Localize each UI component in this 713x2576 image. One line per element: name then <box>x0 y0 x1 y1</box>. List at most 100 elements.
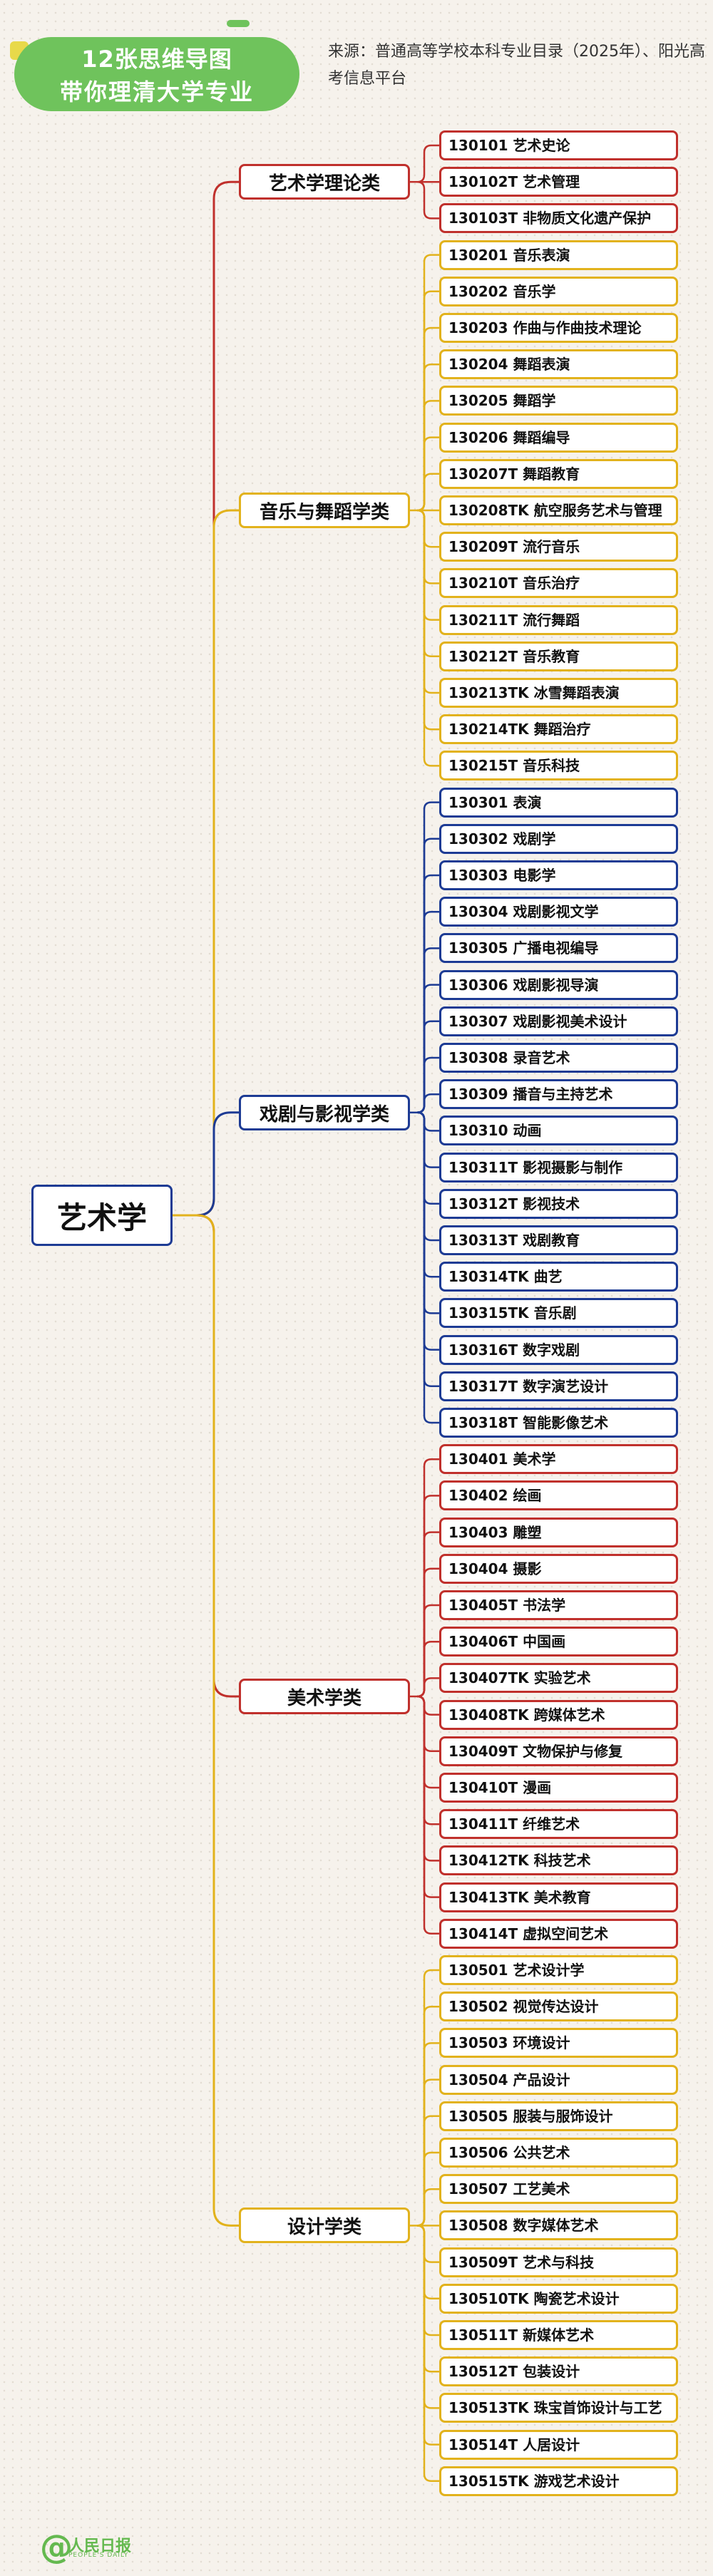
major-item: 130310 动画 <box>439 1116 678 1145</box>
major-item: 130410T 漫画 <box>439 1773 678 1803</box>
people-daily-logo: @ 人民日报 PEOPLE'S DAILY <box>40 2528 161 2566</box>
major-item: 130503 环境设计 <box>439 2028 678 2058</box>
connector-line <box>416 254 439 512</box>
connector-line <box>416 1111 439 1314</box>
connector-line <box>416 1458 439 1698</box>
connector-line <box>416 1969 439 2227</box>
major-item: 130302 戏剧学 <box>439 824 678 854</box>
connector-line <box>416 509 439 621</box>
connector-line <box>416 1695 439 1898</box>
connector-line <box>416 1020 439 1114</box>
major-item: 130501 艺术设计学 <box>439 1955 678 1985</box>
major-item: 130318T 智能影像艺术 <box>439 1408 678 1438</box>
major-item: 130502 视觉传达设计 <box>439 1992 678 2021</box>
title-line-1: 12张思维导图 <box>81 46 232 73</box>
major-item: 130414T 虚拟空间艺术 <box>439 1919 678 1949</box>
connector-line <box>416 874 439 1114</box>
title-badge: 12张思维导图 带你理清大学专业 <box>14 37 299 111</box>
major-item: 130411T 纤维艺术 <box>439 1809 678 1839</box>
major-item: 130304 戏剧影视文学 <box>439 897 678 927</box>
connector-line <box>416 1695 439 1862</box>
major-item: 130402 绘画 <box>439 1480 678 1510</box>
connector-line <box>416 2042 439 2227</box>
major-item: 130303 电影学 <box>439 860 678 890</box>
major-item: 130404 摄影 <box>439 1554 678 1584</box>
major-item: 130103T 非物质文化遗产保护 <box>439 203 678 233</box>
major-item: 130408TK 跨媒体艺术 <box>439 1700 678 1730</box>
connector-line <box>416 473 439 512</box>
major-item: 130412TK 科技艺术 <box>439 1845 678 1875</box>
connector-line <box>416 801 439 1114</box>
connector-line <box>416 144 439 183</box>
major-item: 130511T 新媒体艺术 <box>439 2320 678 2350</box>
major-item: 130205 舞蹈学 <box>439 386 678 416</box>
major-item: 130312T 影视技术 <box>439 1189 678 1219</box>
connector-line <box>173 1214 239 1698</box>
category-node: 戏剧与影视学类 <box>239 1095 410 1130</box>
major-item: 130401 美术学 <box>439 1444 678 1474</box>
major-item: 130413TK 美术教育 <box>439 1882 678 1912</box>
major-item: 130405T 书法学 <box>439 1590 678 1620</box>
major-item: 130317T 数字演艺设计 <box>439 1371 678 1401</box>
major-item: 130307 戏剧影视美术设计 <box>439 1006 678 1036</box>
major-item: 130510TK 陶瓷艺术设计 <box>439 2284 678 2314</box>
major-item: 130403 雕塑 <box>439 1518 678 1547</box>
major-item: 130313T 戏剧教育 <box>439 1225 678 1255</box>
connector-line <box>416 1111 439 1132</box>
major-item: 130209T 流行音乐 <box>439 532 678 562</box>
major-item: 130505 服装与服饰设计 <box>439 2101 678 2131</box>
connector-line <box>416 180 439 220</box>
connector-line <box>416 2225 439 2337</box>
major-item: 130504 产品设计 <box>439 2065 678 2095</box>
connector-line <box>416 1111 439 1278</box>
major-item: 130309 播音与主持艺术 <box>439 1079 678 1109</box>
logo-name: 人民日报 <box>68 2538 132 2555</box>
major-item: 130507 工艺美术 <box>439 2174 678 2204</box>
major-item: 130305 广播电视编导 <box>439 933 678 963</box>
connector-line <box>416 1111 439 1205</box>
category-node: 音乐与舞蹈学类 <box>239 493 410 528</box>
root-node: 艺术学 <box>31 1185 173 1246</box>
major-item: 130202 音乐学 <box>439 277 678 306</box>
connector-line <box>416 1567 439 1698</box>
major-item: 130101 艺术史论 <box>439 130 678 160</box>
connector-line <box>416 1695 439 1935</box>
connector-line <box>416 2225 439 2483</box>
connector-line <box>416 509 439 694</box>
major-item: 130215T 音乐科技 <box>439 751 678 780</box>
major-item: 130409T 文物保护与修复 <box>439 1736 678 1766</box>
major-item: 130316T 数字戏剧 <box>439 1335 678 1365</box>
connector-line <box>416 1640 439 1698</box>
connector-line <box>416 910 439 1114</box>
connector-line <box>416 1111 439 1424</box>
major-item: 130513TK 珠宝首饰设计与工艺 <box>439 2393 678 2423</box>
title-line-2: 带你理清大学专业 <box>59 78 254 105</box>
connector-line <box>416 1111 439 1168</box>
major-item: 130204 舞蹈表演 <box>439 349 678 379</box>
connector-line <box>416 1495 439 1698</box>
major-item: 130508 数字媒体艺术 <box>439 2210 678 2240</box>
major-item: 130201 音乐表演 <box>439 240 678 270</box>
category-node: 设计学类 <box>239 2207 410 2243</box>
connector-line <box>416 947 439 1114</box>
connector-line <box>173 1111 239 1217</box>
major-item: 130208TK 航空服务艺术与管理 <box>439 495 678 525</box>
connector-line <box>416 509 439 548</box>
major-item: 130212T 音乐教育 <box>439 642 678 671</box>
connector-line <box>416 1695 439 1825</box>
header: 12张思维导图 带你理清大学专业 来源：普通高等学校本科专业目录（2025年）、… <box>0 0 713 121</box>
connector-line <box>173 180 239 1217</box>
decor-bar <box>227 20 250 27</box>
connector-line <box>416 2225 439 2409</box>
connector-line <box>416 1056 439 1114</box>
connector-line <box>416 1695 439 1716</box>
connector-line <box>416 1695 439 1789</box>
major-item: 130407TK 实验艺术 <box>439 1663 678 1693</box>
major-item: 130306 戏剧影视导演 <box>439 970 678 1000</box>
connector-line <box>416 1604 439 1698</box>
at-logo-icon: @ <box>40 2528 73 2566</box>
major-item: 130211T 流行舞蹈 <box>439 605 678 635</box>
major-item: 130512T 包装设计 <box>439 2356 678 2386</box>
major-item: 130406T 中国画 <box>439 1627 678 1657</box>
